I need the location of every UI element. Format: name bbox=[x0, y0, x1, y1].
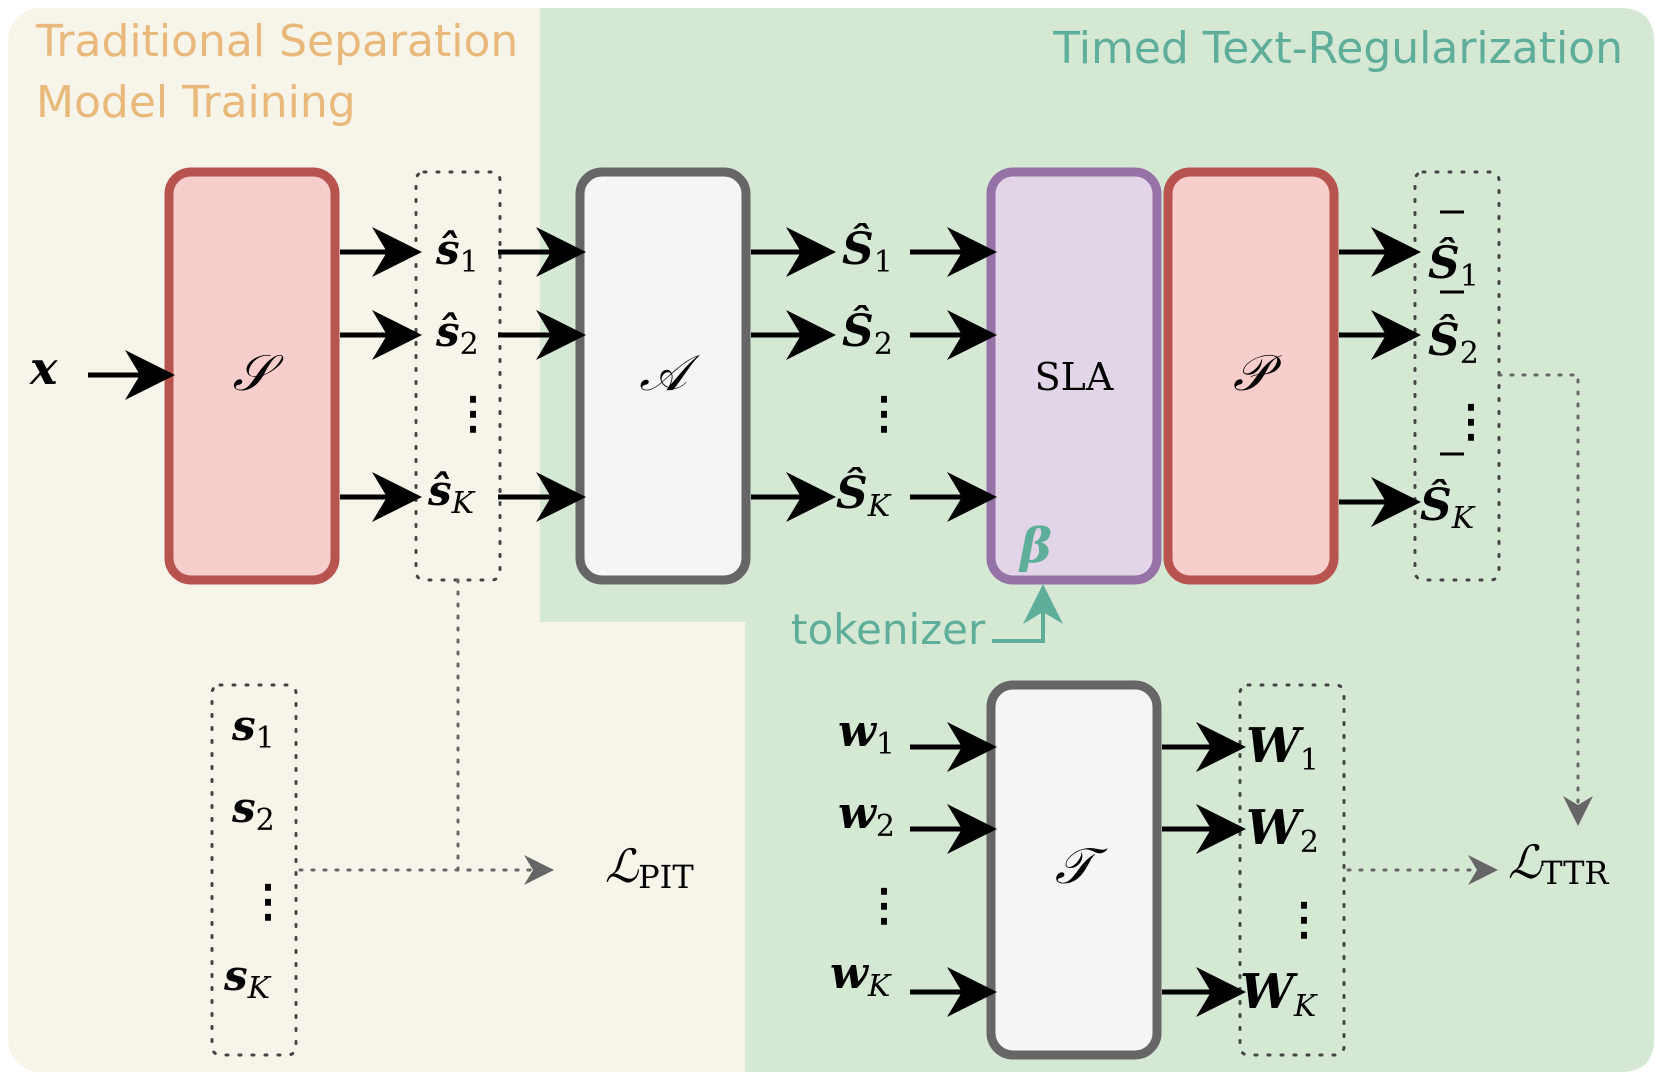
loss-ttr: ℒTTR bbox=[1508, 835, 1609, 892]
est-source-2: ŝ2 bbox=[435, 307, 479, 362]
est-feature-1: Ŝ1 bbox=[842, 222, 893, 280]
word-2: w2 bbox=[838, 788, 895, 844]
aligner-block bbox=[575, 167, 751, 585]
sla-label: SLA bbox=[1035, 355, 1114, 399]
word-emb-1: W1 bbox=[1246, 718, 1319, 778]
loss-pit: ℒPIT bbox=[605, 839, 694, 896]
ttr-title: Timed Text-Regularization bbox=[1052, 23, 1623, 74]
beta-symbol: β bbox=[1018, 518, 1052, 574]
projected-dots: ⋮ bbox=[1449, 396, 1493, 447]
word-1: w1 bbox=[838, 706, 895, 762]
ref-source-1: s1 bbox=[231, 701, 275, 756]
word-emb-2: W2 bbox=[1246, 800, 1319, 860]
word-emb-group bbox=[1238, 683, 1346, 1057]
traditional-title-line2: Model Training bbox=[36, 77, 356, 128]
ref-source-2: s2 bbox=[231, 783, 275, 838]
tokenizer-label: tokenizer bbox=[791, 605, 986, 654]
est-feature-dots: ⋮ bbox=[862, 388, 906, 439]
projected-2: Ŝ2 bbox=[1428, 313, 1479, 371]
est-source-dots: ⋮ bbox=[451, 388, 495, 439]
est-feature-2: Ŝ2 bbox=[842, 304, 893, 362]
word-emb-dots: ⋮ bbox=[1282, 894, 1326, 945]
ref-source-dots: ⋮ bbox=[246, 876, 290, 927]
word-emb-K: WK bbox=[1240, 964, 1318, 1024]
word-K: wK bbox=[830, 948, 892, 1004]
projector-block bbox=[1163, 167, 1339, 585]
traditional-title-line1: Traditional Separation bbox=[35, 16, 518, 67]
est-source-1: ŝ1 bbox=[435, 225, 479, 280]
input-x: x bbox=[29, 341, 58, 395]
projected-1: Ŝ1 bbox=[1428, 236, 1479, 294]
ref-source-K: sK bbox=[223, 951, 272, 1006]
text-encoder-block bbox=[986, 680, 1162, 1060]
sla-block bbox=[986, 167, 1162, 585]
word-dots: ⋮ bbox=[862, 880, 906, 931]
ref-sources-group bbox=[210, 683, 298, 1057]
est-source-K: ŝK bbox=[427, 466, 476, 521]
projected-K: ŜK bbox=[1420, 478, 1476, 536]
est-feature-K: ŜK bbox=[836, 466, 892, 524]
arrow-tokenizer-beta bbox=[992, 584, 1063, 643]
dotted-projected-to-ttr bbox=[1497, 373, 1593, 826]
